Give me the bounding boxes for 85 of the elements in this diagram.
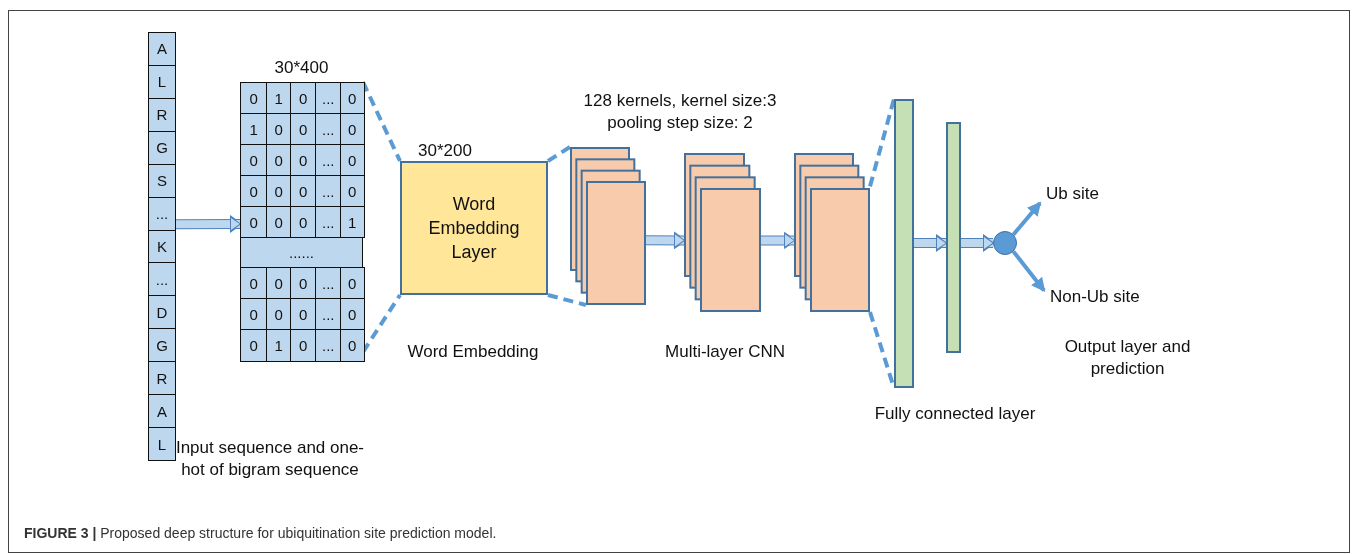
matrix-cell: 0 — [240, 267, 268, 299]
matrix-cell: 0 — [290, 206, 317, 238]
matrix-cell: ... — [315, 206, 342, 238]
matrix-cell: 0 — [240, 175, 268, 207]
matrix-cell: ... — [315, 82, 342, 114]
matrix-cell: 0 — [240, 82, 268, 114]
dense-layer-bar — [894, 99, 914, 388]
block-arrow — [645, 232, 685, 248]
dimension-label: 30*200 — [417, 140, 473, 162]
matrix-cell: 1 — [266, 82, 292, 114]
stage-label: Input sequence and one-hot of bigram sequence — [174, 437, 366, 481]
stage-label: Multi-layer CNN — [664, 341, 786, 363]
sequence-letter-cell: R — [148, 97, 176, 132]
output-class-label: Ub site — [1040, 181, 1120, 207]
projection-dashed-line — [546, 145, 572, 163]
sequence-letter-cell: D — [148, 295, 176, 330]
figure-caption: FIGURE 3 | Proposed deep structure for ubiquitination site prediction model. — [24, 524, 497, 543]
matrix-cell: ... — [315, 144, 342, 176]
stage-label: Fully connected layer — [873, 403, 1037, 425]
block-arrow — [761, 232, 795, 248]
matrix-cell: 0 — [240, 298, 268, 330]
arrow — [1011, 201, 1042, 236]
output-node-circle — [993, 231, 1017, 255]
matrix-cell: 0 — [340, 175, 365, 207]
matrix-cell: 0 — [266, 267, 292, 299]
sequence-column — [148, 32, 176, 460]
stage-label: Word Embedding — [406, 341, 540, 363]
feature-map-stack — [570, 147, 646, 305]
matrix-cell: 0 — [290, 144, 317, 176]
sequence-letter-cell: K — [148, 229, 176, 264]
matrix-cell: 0 — [340, 113, 365, 145]
matrix-cell: ... — [315, 329, 342, 362]
matrix-cell: 0 — [266, 298, 292, 330]
matrix-cell: 1 — [240, 113, 268, 145]
projection-dashed-line — [868, 98, 896, 187]
sequence-letter-cell: L — [148, 64, 176, 99]
feature-map-stack — [794, 153, 870, 312]
layer-title: Word Embedding Layer — [427, 193, 521, 264]
output-class-label: Non-Ub site — [1044, 284, 1164, 310]
matrix-cell: 0 — [240, 329, 268, 362]
matrix-cell: ... — [315, 175, 342, 207]
matrix-cell: 0 — [290, 329, 317, 362]
sequence-letter-cell: G — [148, 130, 176, 165]
matrix-cell: 0 — [240, 206, 268, 238]
dense-layer-bar — [946, 122, 961, 353]
block-arrow — [914, 235, 947, 251]
matrix-cell: 0 — [266, 113, 292, 145]
block-arrow — [961, 235, 994, 251]
matrix-cell: 0 — [266, 144, 292, 176]
feature-map-stack — [684, 153, 761, 312]
matrix-cell: 0 — [240, 144, 268, 176]
matrix-cell: ... — [315, 298, 342, 330]
matrix-cell: 0 — [340, 144, 365, 176]
sequence-letter-cell: A — [148, 32, 176, 66]
matrix-cell: 0 — [290, 82, 317, 114]
matrix-cell: 0 — [340, 329, 365, 362]
matrix-cell: 0 — [266, 206, 292, 238]
matrix-cell: 0 — [290, 113, 317, 145]
sequence-letter-cell: ... — [148, 196, 176, 231]
sequence-letter-cell: A — [148, 394, 176, 429]
sequence-letter-cell: S — [148, 163, 176, 198]
arrow — [1011, 250, 1046, 293]
sequence-letter-cell: R — [148, 361, 176, 396]
matrix-cell: 1 — [266, 329, 292, 362]
matrix-cell: 0 — [290, 298, 317, 330]
dimension-label: 30*400 — [273, 57, 330, 79]
one-hot-matrix — [240, 82, 363, 362]
matrix-cell: 0 — [340, 82, 365, 114]
sequence-letter-cell: G — [148, 328, 176, 363]
stage-label: Output layer and prediction — [1063, 336, 1192, 380]
matrix-cell: ... — [315, 267, 342, 299]
ellipsis-row: ...... — [240, 237, 363, 268]
embedding-layer-box — [400, 161, 548, 295]
projection-dashed-line — [547, 293, 587, 307]
matrix-cell: 0 — [340, 267, 365, 299]
sequence-letter-cell: ... — [148, 262, 176, 297]
matrix-cell: ... — [315, 113, 342, 145]
annotation-text: 128 kernels, kernel size:3 pooling step size: 2 — [582, 90, 778, 134]
matrix-cell: 1 — [340, 206, 365, 238]
matrix-cell: 0 — [290, 175, 317, 207]
sequence-letter-cell: L — [148, 427, 176, 461]
block-arrow — [176, 216, 241, 232]
matrix-cell: 0 — [340, 298, 365, 330]
matrix-cell: 0 — [266, 175, 292, 207]
matrix-cell: 0 — [290, 267, 317, 299]
